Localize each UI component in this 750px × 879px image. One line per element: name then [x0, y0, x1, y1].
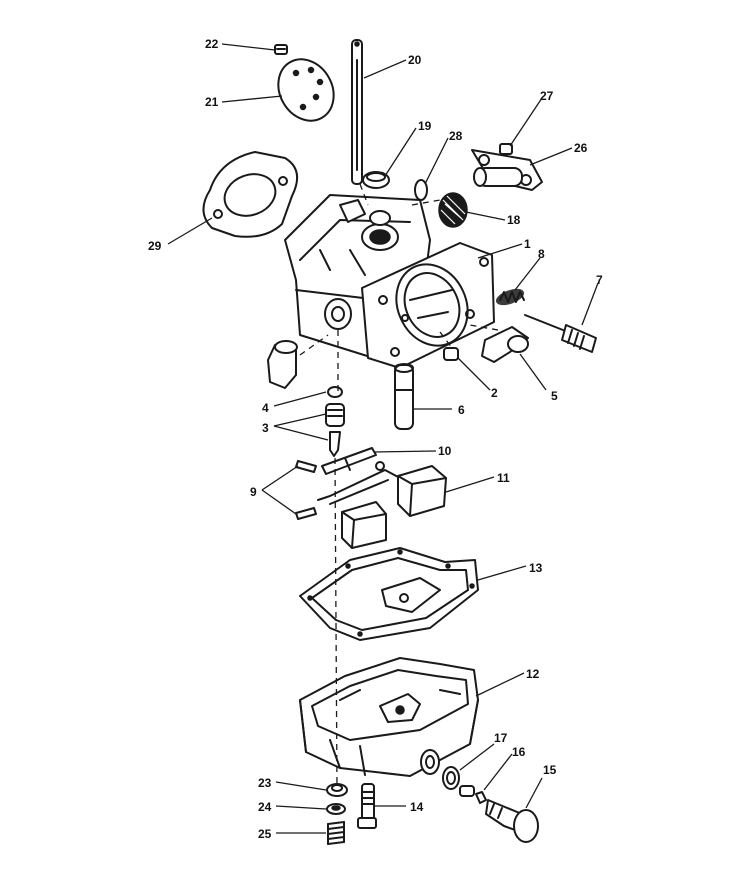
- callout-16: 16: [512, 745, 526, 759]
- part-11-float-assembly: [317, 461, 447, 549]
- part-3-needle-and-seat: [325, 403, 345, 457]
- callout-25: 25: [258, 827, 272, 841]
- callout-6: 6: [458, 403, 465, 417]
- part-14-jet: [357, 783, 377, 829]
- elbow-fitting: [267, 340, 298, 389]
- callout-labels: 22 21 20 19 28 18 27 26 29 1 8 7 5 2 6 4…: [148, 37, 603, 841]
- callout-11: 11: [497, 471, 510, 485]
- part-10-hinge-pin: [321, 447, 377, 475]
- callout-8: 8: [538, 247, 545, 261]
- part-27-screw: [499, 143, 513, 155]
- callout-27: 27: [540, 89, 554, 103]
- callout-29: 29: [148, 239, 162, 253]
- part-17-gasket: [442, 766, 460, 790]
- callout-1: 1: [524, 237, 531, 251]
- part-8-spring: [495, 288, 525, 306]
- part-1-carburetor-body: [284, 194, 495, 369]
- callout-23: 23: [258, 776, 272, 790]
- callout-12: 12: [526, 667, 540, 681]
- part-18-filter-screen: [438, 192, 468, 228]
- part-24-washer: [326, 803, 346, 815]
- callout-28: 28: [449, 129, 463, 143]
- part-13-bowl-gasket: [299, 547, 479, 641]
- part-26-bracket-assembly: [471, 149, 543, 191]
- callout-7: 7: [596, 273, 603, 287]
- callout-26: 26: [574, 141, 588, 155]
- part-19-cap: [362, 171, 390, 189]
- leader-lines: [167, 43, 599, 834]
- callout-20: 20: [408, 53, 422, 67]
- part-4-washer: [327, 386, 343, 398]
- part-16-fitting: [459, 785, 487, 804]
- callout-22: 22: [205, 37, 219, 51]
- part-2-screw: [443, 347, 459, 361]
- part-6-pivot-shaft: [394, 363, 414, 430]
- callout-13: 13: [529, 561, 543, 575]
- part-12-float-bowl: [299, 657, 479, 777]
- part-9-pins: [295, 460, 317, 520]
- part-5-lever: [481, 326, 529, 363]
- part-29-flange-gasket: [202, 151, 299, 238]
- callout-19: 19: [418, 119, 432, 133]
- callout-4: 4: [262, 401, 269, 415]
- part-21-disc-plate: [277, 58, 335, 122]
- callout-18: 18: [507, 213, 521, 227]
- callout-2: 2: [491, 386, 498, 400]
- part-7-needle-screw: [524, 314, 597, 353]
- part-15-drain-plug: [485, 799, 539, 843]
- callout-10: 10: [438, 444, 452, 458]
- part-23-washer: [326, 783, 348, 797]
- callout-3: 3: [262, 421, 269, 435]
- callout-9: 9: [250, 485, 257, 499]
- callout-21: 21: [205, 95, 219, 109]
- part-20-throttle-shaft: [351, 39, 363, 185]
- part-25-spring: [327, 821, 345, 845]
- assembly-centerlines: [299, 183, 499, 789]
- part-22-screw: [274, 44, 288, 55]
- callout-24: 24: [258, 800, 272, 814]
- callout-5: 5: [551, 389, 558, 403]
- callout-15: 15: [543, 763, 557, 777]
- callout-17: 17: [494, 731, 508, 745]
- callout-14: 14: [410, 800, 424, 814]
